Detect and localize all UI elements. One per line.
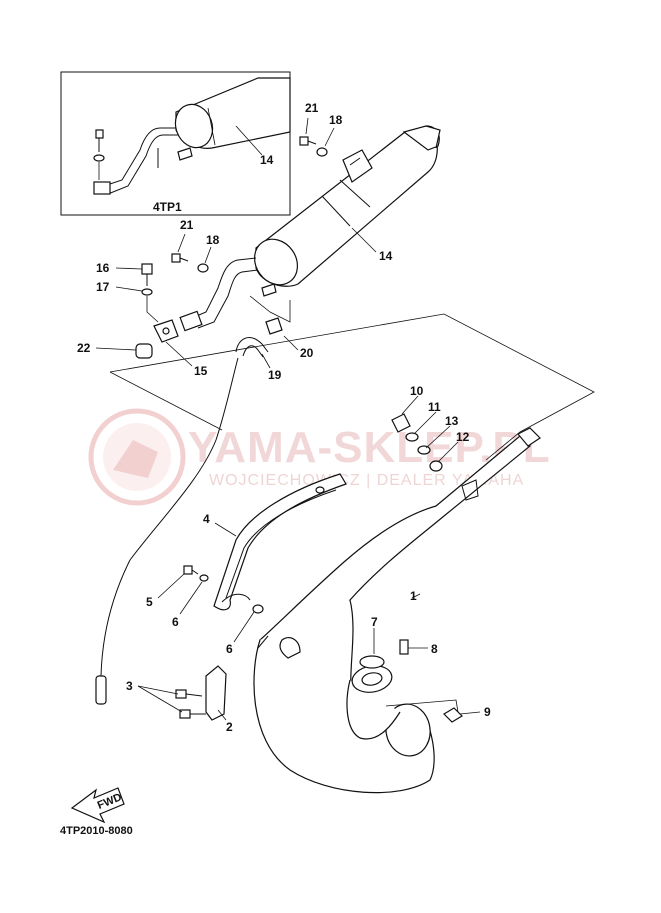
part-21-label-upper: 21 [305, 101, 319, 115]
fasteners-5-6: 5 6 6 [146, 565, 264, 656]
part-1-label: 1 [410, 589, 417, 603]
bracket-2-bolts-3: 3 2 [126, 665, 233, 734]
part-20-label: 20 [300, 346, 314, 360]
part-14-label: 14 [379, 249, 393, 263]
part-18-label-lower: 18 [206, 233, 220, 247]
part-4-label: 4 [203, 512, 210, 526]
assembly-plane-outline [109, 295, 595, 461]
protector-4: 4 [203, 473, 347, 611]
inset-part-14-label: 14 [260, 153, 274, 167]
inset-model-label: 4TP1 [153, 200, 182, 214]
part-9-label: 9 [484, 705, 491, 719]
part-11-label: 11 [428, 400, 441, 414]
part-17-label: 17 [96, 280, 110, 294]
fastener-21-18-lower: 21 18 [171, 218, 220, 273]
part-10-label: 10 [410, 384, 424, 398]
part-21-label-lower: 21 [180, 218, 194, 232]
part-13-label: 13 [445, 414, 459, 428]
part-12-label: 12 [456, 430, 470, 444]
part-22-label: 22 [77, 341, 91, 355]
part-18-label-upper: 18 [329, 113, 343, 127]
fwd-arrow-icon: FWD [70, 787, 125, 824]
part-19-label: 19 [268, 368, 282, 382]
part-2-label: 2 [226, 720, 233, 734]
part-3-label: 3 [126, 679, 133, 693]
part-7-label: 7 [371, 615, 378, 629]
diagram-code: 4TP2010-8080 [60, 825, 133, 837]
silencer-assembly: 14 [179, 125, 441, 332]
fasteners-10-13: 10 11 13 12 [391, 384, 470, 472]
fastener-21-18-upper: 21 18 [299, 101, 343, 157]
part-15-label: 15 [194, 364, 208, 378]
yamaha-logo-icon [88, 408, 186, 506]
part-5-label: 5 [146, 595, 153, 609]
watermark-subtitle: WOJCIECHOWICZ | DEALER YAMAHA [209, 472, 524, 489]
expansion-chamber-1: 1 7 8 9 [253, 427, 541, 794]
watermark: YAMA-SKLEP.PL WOJCIECHOWICZ | DEALER YAM… [88, 408, 550, 506]
part-6-label-left: 6 [172, 615, 179, 629]
part-16-label: 16 [96, 261, 110, 275]
hose-19-clamp-20: 20 19 [95, 317, 314, 705]
clamp-assembly-15: 16 17 22 15 [77, 261, 208, 378]
part-8-label: 8 [431, 642, 438, 656]
part-6-label-right: 6 [226, 642, 233, 656]
inset-4tp1: 14 4TP1 [60, 71, 291, 216]
